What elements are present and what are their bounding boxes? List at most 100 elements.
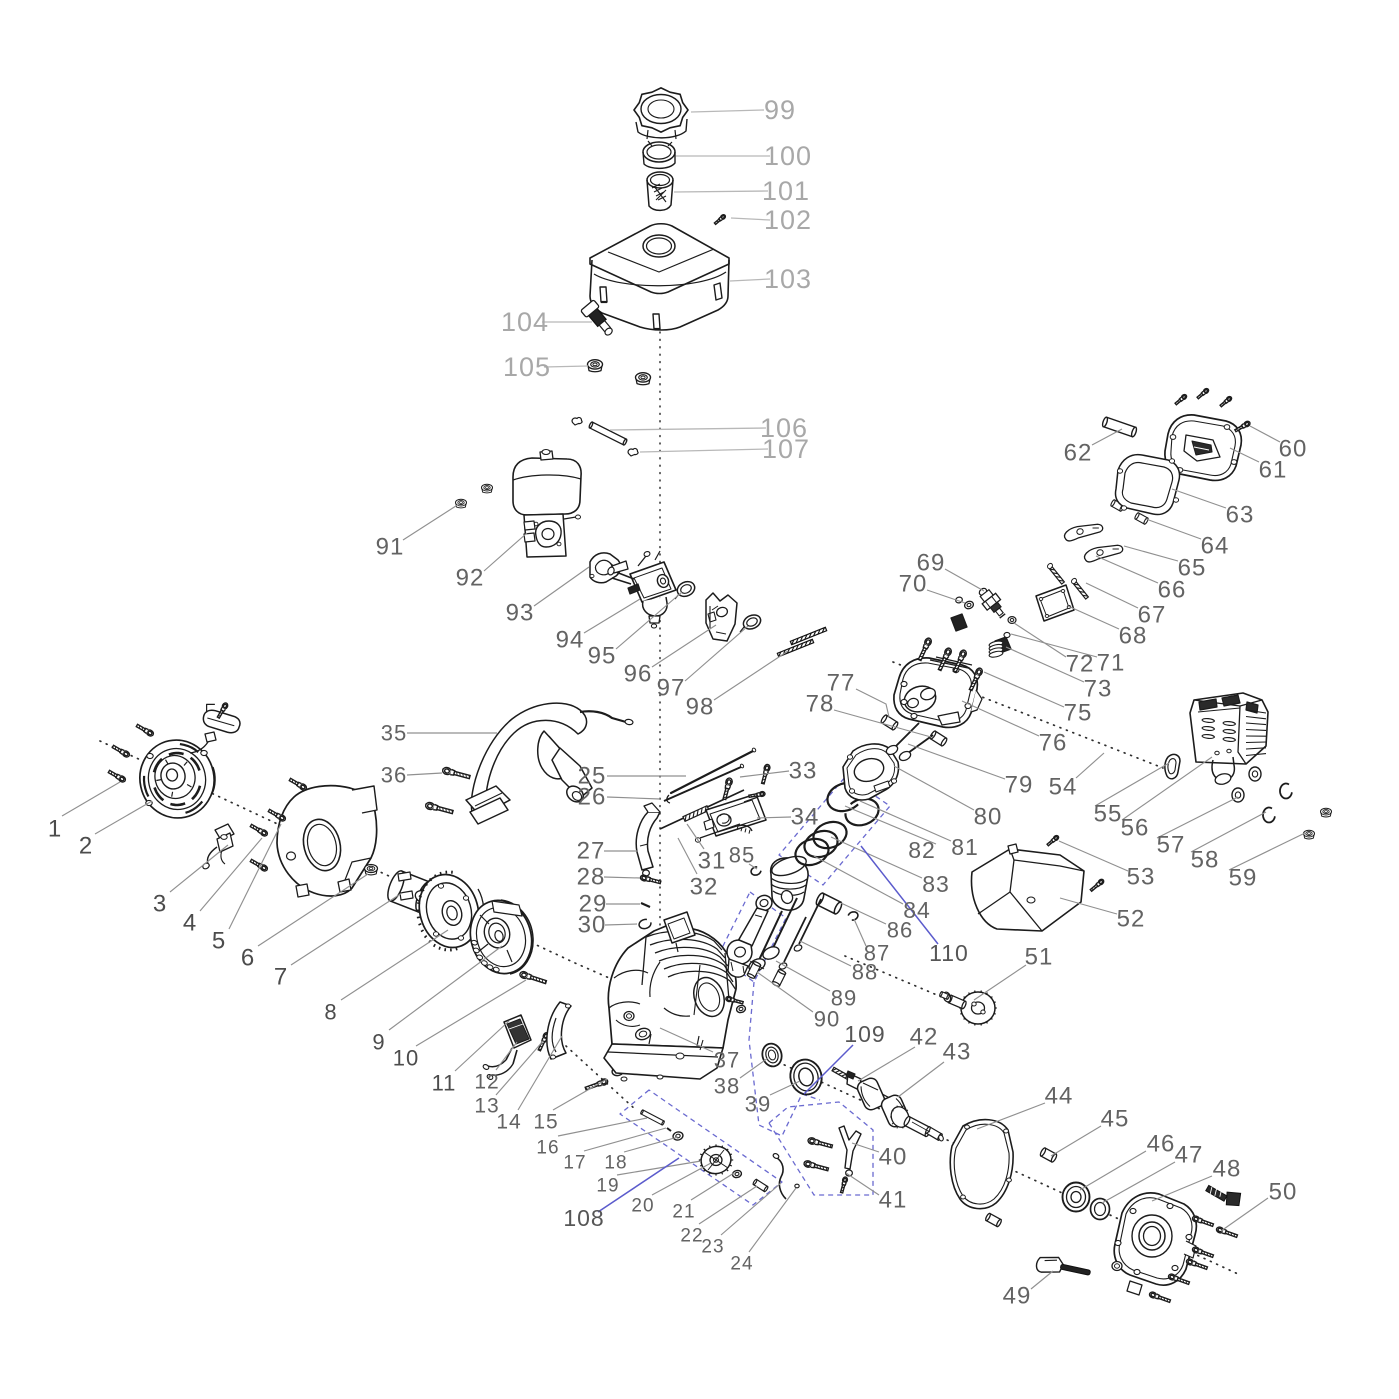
svg-text:48: 48: [1213, 1156, 1242, 1183]
svg-text:39: 39: [745, 1092, 771, 1117]
svg-text:18: 18: [604, 1153, 627, 1174]
svg-text:35: 35: [381, 721, 407, 746]
svg-text:47: 47: [1175, 1142, 1204, 1169]
svg-text:2: 2: [79, 833, 93, 860]
svg-text:38: 38: [714, 1074, 740, 1099]
svg-text:12: 12: [474, 1071, 499, 1094]
svg-text:13: 13: [474, 1095, 499, 1118]
svg-text:45: 45: [1101, 1106, 1130, 1133]
svg-text:20: 20: [631, 1196, 654, 1217]
svg-text:34: 34: [791, 804, 820, 831]
svg-text:40: 40: [879, 1144, 908, 1171]
svg-text:100: 100: [764, 141, 812, 171]
svg-text:67: 67: [1138, 602, 1167, 629]
svg-text:89: 89: [831, 986, 857, 1011]
svg-text:16: 16: [536, 1138, 559, 1159]
svg-text:106: 106: [760, 413, 808, 443]
svg-text:66: 66: [1158, 577, 1187, 604]
svg-text:85: 85: [729, 843, 755, 868]
svg-text:77: 77: [827, 670, 856, 697]
svg-text:36: 36: [381, 763, 407, 788]
svg-text:55: 55: [1094, 801, 1123, 828]
svg-text:9: 9: [372, 1030, 385, 1055]
svg-text:99: 99: [764, 95, 796, 125]
svg-text:110: 110: [929, 940, 969, 966]
svg-text:92: 92: [456, 565, 485, 592]
svg-text:101: 101: [762, 176, 810, 206]
svg-text:94: 94: [556, 627, 585, 654]
svg-text:96: 96: [624, 661, 653, 688]
svg-text:23: 23: [701, 1237, 724, 1258]
svg-text:5: 5: [212, 928, 226, 955]
svg-text:105: 105: [503, 352, 551, 382]
svg-text:51: 51: [1025, 944, 1054, 971]
svg-text:52: 52: [1117, 906, 1146, 933]
svg-text:14: 14: [496, 1111, 521, 1134]
svg-text:37: 37: [714, 1048, 740, 1073]
svg-text:4: 4: [183, 910, 197, 937]
svg-text:71: 71: [1097, 650, 1126, 677]
svg-text:97: 97: [657, 675, 686, 702]
svg-text:72: 72: [1066, 651, 1095, 678]
svg-text:76: 76: [1039, 730, 1068, 757]
svg-text:24: 24: [730, 1254, 753, 1275]
svg-text:7: 7: [274, 964, 288, 991]
svg-text:98: 98: [686, 694, 715, 721]
svg-text:25: 25: [578, 763, 607, 790]
svg-text:83: 83: [922, 871, 950, 897]
svg-text:61: 61: [1259, 457, 1288, 484]
svg-text:91: 91: [376, 534, 405, 561]
svg-text:69: 69: [917, 550, 946, 577]
svg-text:46: 46: [1147, 1131, 1176, 1158]
svg-text:56: 56: [1121, 815, 1150, 842]
svg-text:109: 109: [844, 1021, 885, 1047]
svg-text:86: 86: [887, 918, 913, 943]
svg-text:64: 64: [1201, 533, 1230, 560]
svg-text:68: 68: [1119, 623, 1148, 650]
svg-text:57: 57: [1157, 832, 1186, 859]
svg-text:53: 53: [1127, 864, 1156, 891]
svg-text:54: 54: [1049, 774, 1078, 801]
svg-text:8: 8: [324, 1000, 337, 1025]
svg-text:59: 59: [1229, 865, 1258, 892]
svg-text:80: 80: [974, 804, 1003, 831]
svg-text:107: 107: [762, 434, 810, 464]
svg-text:58: 58: [1191, 847, 1220, 874]
svg-text:63: 63: [1226, 502, 1255, 529]
svg-text:43: 43: [943, 1039, 972, 1066]
svg-text:108: 108: [563, 1205, 604, 1231]
svg-text:49: 49: [1003, 1283, 1032, 1310]
svg-text:62: 62: [1064, 440, 1093, 467]
svg-text:1: 1: [48, 816, 62, 843]
svg-text:70: 70: [899, 571, 928, 598]
svg-text:30: 30: [578, 912, 607, 939]
svg-text:84: 84: [903, 897, 931, 923]
svg-text:60: 60: [1279, 436, 1308, 463]
svg-text:104: 104: [501, 307, 549, 337]
svg-text:21: 21: [672, 1202, 695, 1223]
svg-text:22: 22: [680, 1226, 703, 1247]
svg-text:11: 11: [432, 1071, 457, 1096]
svg-text:26: 26: [578, 784, 607, 811]
svg-text:75: 75: [1064, 700, 1093, 727]
svg-text:27: 27: [577, 838, 606, 865]
svg-text:87: 87: [864, 941, 890, 966]
svg-text:10: 10: [393, 1046, 419, 1071]
svg-text:65: 65: [1178, 555, 1207, 582]
svg-text:81: 81: [951, 834, 979, 860]
svg-text:103: 103: [764, 264, 812, 294]
svg-text:90: 90: [814, 1007, 840, 1032]
svg-text:3: 3: [153, 891, 167, 918]
svg-text:29: 29: [579, 891, 608, 918]
svg-text:79: 79: [1005, 772, 1034, 799]
svg-text:17: 17: [563, 1153, 586, 1174]
svg-text:6: 6: [241, 945, 255, 972]
svg-text:82: 82: [908, 837, 936, 863]
svg-text:33: 33: [789, 758, 818, 785]
svg-text:28: 28: [577, 864, 606, 891]
svg-text:31: 31: [698, 848, 727, 875]
svg-text:50: 50: [1269, 1179, 1298, 1206]
svg-text:73: 73: [1084, 676, 1113, 703]
svg-text:19: 19: [596, 1176, 619, 1197]
svg-text:15: 15: [533, 1111, 558, 1134]
